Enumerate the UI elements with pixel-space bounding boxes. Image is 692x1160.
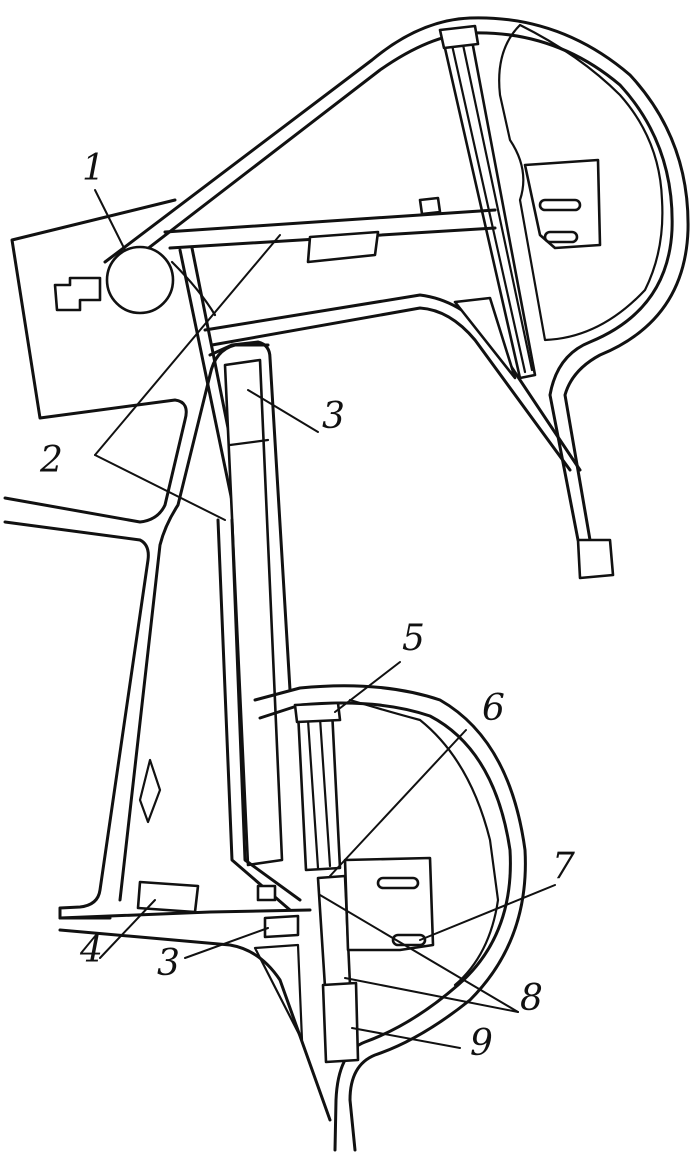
label-1: 1 <box>82 148 105 189</box>
label-2: 2 <box>39 440 63 481</box>
circle-facility <box>53 245 217 317</box>
bottom-strip <box>293 701 435 1064</box>
label-5: 5 <box>402 618 425 659</box>
label-3-top: 3 <box>322 396 345 437</box>
label-8: 8 <box>520 978 543 1019</box>
label-3-bottom: 3 <box>157 943 180 984</box>
leader-lines <box>94 189 556 1049</box>
label-6: 6 <box>482 688 505 729</box>
bottom-left <box>58 880 332 1122</box>
bottom-loop <box>253 684 527 1152</box>
label-9: 9 <box>470 1023 493 1064</box>
label-4: 4 <box>79 930 103 971</box>
label-7: 7 <box>552 846 575 887</box>
top-strip <box>418 24 602 380</box>
main-strip <box>208 340 302 912</box>
